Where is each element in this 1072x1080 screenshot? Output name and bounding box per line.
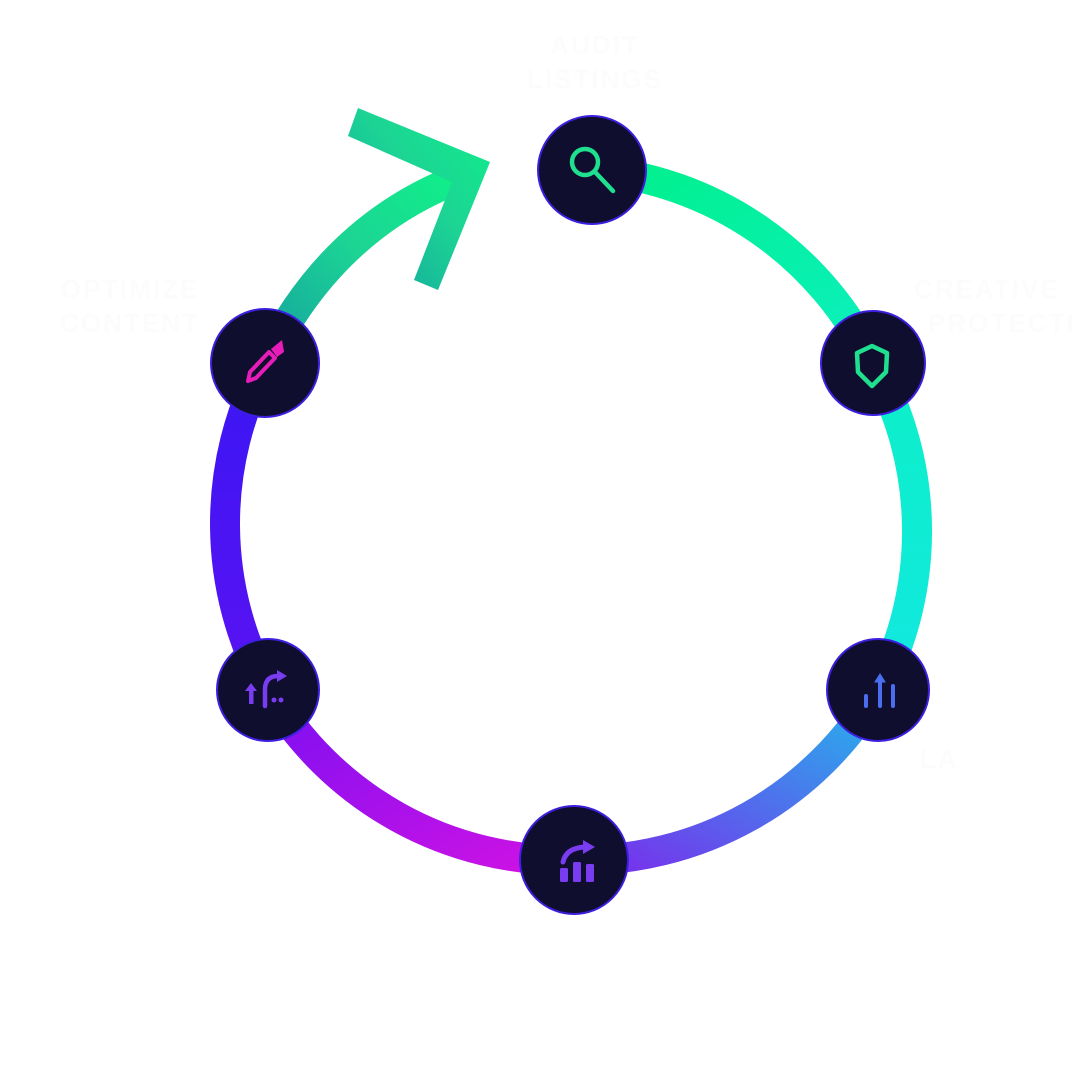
label-launch-line1: LA — [920, 744, 959, 774]
node-audit[interactable] — [537, 115, 647, 225]
shield-icon — [854, 343, 890, 389]
label-launch: LA — [920, 742, 1070, 776]
node-protect[interactable] — [820, 310, 926, 416]
label-optimize-line1: OPTIMIZE — [60, 274, 200, 304]
label-optimize: OPTIMIZE CONTENT — [50, 272, 210, 340]
growth-chart-icon — [560, 840, 595, 882]
label-protect-line2: PROTECTION — [928, 308, 1072, 338]
label-audit: AUDIT LISTINGS — [520, 28, 670, 96]
label-optimize-line2: CONTENT — [60, 308, 200, 338]
cycle-ring — [210, 155, 933, 876]
pencil-icon — [246, 340, 284, 383]
node-optimize[interactable] — [210, 308, 320, 418]
cycle-arrowhead — [348, 108, 490, 290]
search-icon — [569, 146, 616, 194]
label-audit-line2: LISTINGS — [527, 64, 663, 94]
bar-chart-up-icon — [864, 673, 895, 708]
label-protect: CREATIVE PROTECTION — [900, 272, 1072, 340]
label-audit-line1: AUDIT — [550, 30, 640, 60]
node-grow[interactable] — [519, 805, 629, 915]
node-route[interactable] — [216, 638, 320, 742]
route-arrows-icon — [245, 670, 287, 709]
label-protect-line1: CREATIVE — [914, 274, 1060, 304]
